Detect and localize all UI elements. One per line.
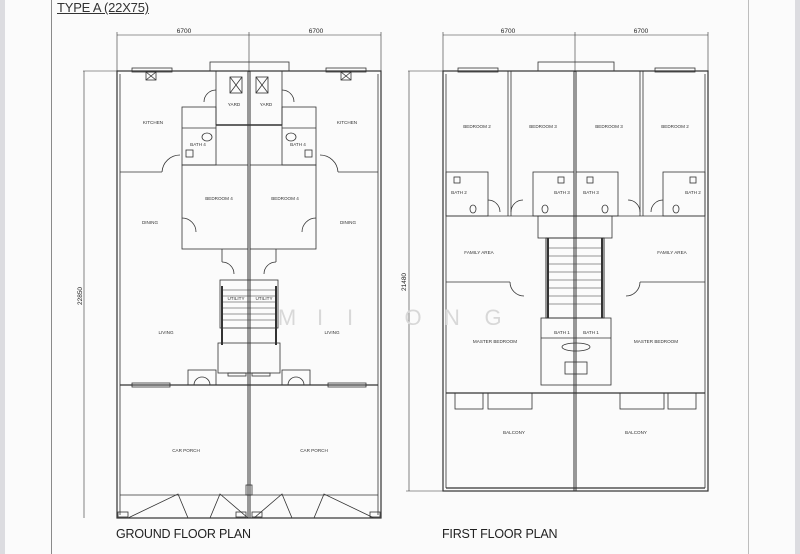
room-label-bath-2: BATH 2 (685, 190, 701, 195)
viewer-right-edge (795, 0, 800, 554)
room-label-yard: YARD (260, 102, 273, 107)
room-label-car-porch: CAR PORCH (172, 448, 200, 453)
room-label-dining: DINING (142, 220, 159, 225)
first-room-labels: BEDROOM 2 BEDROOM 3 BEDROOM 3 BEDROOM 2 … (451, 124, 701, 435)
room-label-utility: UTILITY (255, 296, 272, 301)
room-label-bedroom-2: BEDROOM 2 (463, 124, 491, 129)
room-label-family-area: FAMILY AREA (464, 250, 494, 255)
room-label-living: LIVING (158, 330, 173, 335)
room-label-master-bedroom: MASTER BEDROOM (634, 339, 678, 344)
room-label-utility: UTILITY (227, 296, 244, 301)
first-floor-plan (406, 32, 709, 492)
room-label-bedroom: BEDROOM 4 (205, 196, 233, 201)
room-label-bath-3: BATH 3 (554, 190, 570, 195)
room-label-dining: DINING (340, 220, 357, 225)
watermark: M I I O N G (278, 305, 502, 330)
room-label-bath-2: BATH 2 (451, 190, 467, 195)
room-label-family-area: FAMILY AREA (657, 250, 687, 255)
first-width-left-dim: 6700 (501, 28, 516, 35)
watermark-letter: O (404, 305, 421, 330)
room-label-kitchen: KITCHEN (143, 120, 163, 125)
first-floor-plan-caption: FIRST FLOOR PLAN (442, 527, 558, 541)
room-label-balcony: BALCONY (625, 430, 647, 435)
dimension-labels: 6700 6700 6700 6700 22850 21480 (77, 28, 649, 305)
watermark-letter: I (347, 305, 353, 330)
watermark-letter: I (317, 305, 323, 330)
room-label-bedroom-2: BEDROOM 2 (661, 124, 689, 129)
page-border-right (748, 0, 749, 554)
ground-room-labels: YARD YARD KITCHEN KITCHEN BATH 4 BATH 4 … (142, 102, 357, 453)
watermark-letter: M (278, 305, 296, 330)
room-label-living: LIVING (324, 330, 339, 335)
watermark-letter: N (444, 305, 460, 330)
room-label-bath: BATH 4 (290, 142, 306, 147)
room-label-balcony: BALCONY (503, 430, 525, 435)
room-label-kitchen: KITCHEN (337, 120, 357, 125)
watermark-letter: G (484, 305, 501, 330)
plan-type-title: TYPE A (22X75) (57, 0, 149, 15)
ground-floor-plan-caption: GROUND FLOOR PLAN (116, 527, 251, 541)
first-depth-dim: 21480 (401, 273, 408, 291)
room-label-bath-1: BATH 1 (554, 330, 570, 335)
room-label-bath-1: BATH 1 (583, 330, 599, 335)
room-label-bedroom-3: BEDROOM 3 (529, 124, 557, 129)
room-label-yard: YARD (228, 102, 241, 107)
room-label-master-bedroom: MASTER BEDROOM (473, 339, 517, 344)
room-label-bedroom: BEDROOM 4 (271, 196, 299, 201)
room-label-bath: BATH 4 (190, 142, 206, 147)
ground-depth-dim: 22850 (77, 287, 84, 305)
ground-width-right-dim: 6700 (309, 28, 324, 35)
room-label-car-porch: CAR PORCH (300, 448, 328, 453)
ground-width-left-dim: 6700 (177, 28, 192, 35)
ground-floor-plan (83, 32, 382, 519)
room-label-bath-3: BATH 3 (583, 190, 599, 195)
viewer-left-edge (0, 0, 5, 554)
page-border-left (51, 0, 52, 554)
room-label-bedroom-3: BEDROOM 3 (595, 124, 623, 129)
first-width-right-dim: 6700 (634, 28, 649, 35)
